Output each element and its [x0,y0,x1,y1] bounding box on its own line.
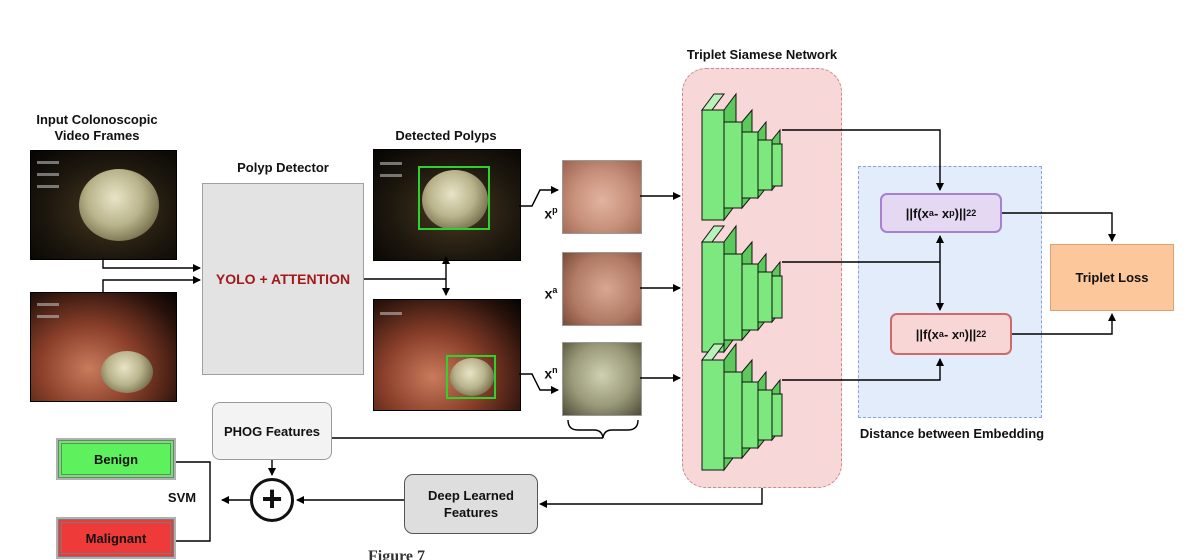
polyp-detector-box: YOLO + ATTENTION [202,183,364,375]
detected-polyps-label: Detected Polyps [395,128,497,143]
anchor-label: xa [544,285,558,302]
cnn-branch-positive [701,92,783,222]
malignant-box: Malignant [56,517,176,559]
deep-features-box: Deep Learned Features [404,474,538,534]
cnn-branch-anchor [701,224,783,354]
cnn-branch-negative [701,342,783,472]
negative-patch [562,342,642,416]
phog-features-box: PHOG Features [212,402,332,460]
negative-label: xn [544,365,558,382]
combine-plus-icon: + [250,478,294,522]
figure-caption: Figure 7 [368,548,426,560]
positive-patch [562,160,642,234]
svm-label: SVM [167,490,197,505]
bounding-box-2 [446,355,496,399]
distance-embedding-label: Distance between Embedding [859,426,1045,441]
polyp-detector-label: Polyp Detector [237,160,329,175]
triplet-network-label: Triplet Siamese Network [686,47,838,62]
input-frame-1 [30,150,177,260]
anchor-patch [562,252,642,326]
benign-box: Benign [56,438,176,480]
bounding-box-1 [418,166,490,230]
triplet-loss-box: Triplet Loss [1050,244,1174,311]
positive-label: xp [544,205,558,222]
input-frames-label: Input Colonoscopic Video Frames [36,112,158,143]
detected-frame-2 [373,299,521,411]
input-frame-2 [30,292,177,402]
